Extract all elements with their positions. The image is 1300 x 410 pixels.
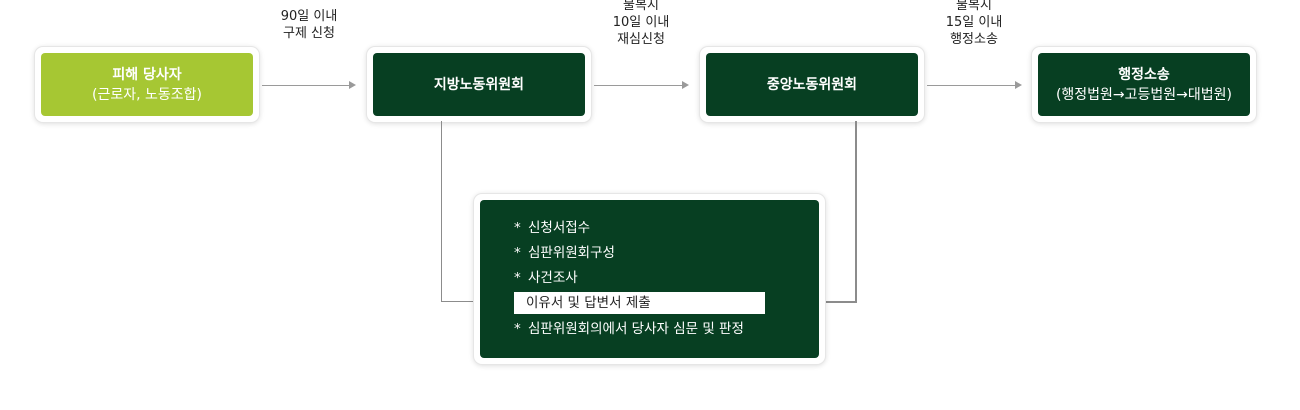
connector-central-horizontal bbox=[825, 301, 857, 303]
node-litigation-box: 행정소송 (행정법원→고등법원→대법원) bbox=[1038, 53, 1250, 116]
connector-central-vertical bbox=[855, 121, 857, 303]
process-step-1: * 신청서접수 bbox=[514, 219, 590, 237]
node-litigation-subtitle: (행정법원→고등법원→대법원) bbox=[1055, 86, 1233, 103]
connector-regional-horizontal bbox=[441, 301, 475, 302]
edge-note-lawsuit-line3: 행정소송 bbox=[950, 32, 998, 47]
node-central-label: 중앙노동위원회 bbox=[766, 76, 858, 93]
node-central-commission: 중앙노동위원회 bbox=[700, 47, 924, 122]
edge-note-review: 불복시 10일 이내 재심신청 bbox=[597, 0, 685, 48]
process-step-3: * 사건조사 bbox=[514, 269, 578, 287]
node-administrative-litigation: 행정소송 (행정법원→고등법원→대법원) bbox=[1032, 47, 1256, 122]
node-victim: 피해 당사자 (근로자, 노동조합) bbox=[35, 47, 259, 122]
process-step-2: * 심판위원회구성 bbox=[514, 244, 615, 262]
process-step-4-label: 이유서 및 답변서 제출 bbox=[526, 295, 651, 311]
edge-note-lawsuit: 불복시 15일 이내 행정소송 bbox=[930, 0, 1018, 48]
process-step-3-label: 사건조사 bbox=[528, 270, 578, 286]
process-step-5: * 심판위원회의에서 당사자 심문 및 판정 bbox=[514, 320, 744, 338]
node-victim-box: 피해 당사자 (근로자, 노동조합) bbox=[41, 53, 253, 116]
bullet-star: * bbox=[514, 245, 521, 261]
arrow-central-to-litigation bbox=[927, 81, 1022, 89]
edge-note-lawsuit-line1: 불복시 bbox=[956, 0, 992, 13]
edge-note-filing-line2: 구제 신청 bbox=[283, 26, 335, 41]
process-steps-panel: * 신청서접수 * 심판위원회구성 * 사건조사 이유서 및 답변서 제출 * 심판위원… bbox=[474, 194, 825, 364]
bullet-star: * bbox=[514, 270, 521, 286]
node-victim-subtitle: (근로자, 노동조합) bbox=[92, 86, 202, 103]
node-regional-commission: 지방노동위원회 bbox=[367, 47, 591, 122]
bullet-star: * bbox=[514, 220, 521, 236]
edge-note-filing: 90일 이내 구제 신청 bbox=[265, 8, 353, 42]
process-steps-list: * 신청서접수 * 심판위원회구성 * 사건조사 이유서 및 답변서 제출 * 심판위원… bbox=[480, 200, 819, 358]
node-litigation-title: 행정소송 bbox=[1118, 66, 1170, 83]
process-step-4-highlighted: 이유서 및 답변서 제출 bbox=[514, 292, 765, 314]
edge-note-review-line1: 불복시 bbox=[623, 0, 659, 13]
node-victim-title: 피해 당사자 bbox=[112, 66, 182, 83]
arrow-victim-to-regional bbox=[262, 81, 356, 89]
node-central-box: 중앙노동위원회 bbox=[706, 53, 918, 116]
process-step-1-label: 신청서접수 bbox=[528, 220, 591, 236]
edge-note-lawsuit-line2: 15일 이내 bbox=[945, 15, 1003, 30]
edge-note-filing-line1: 90일 이내 bbox=[280, 9, 338, 24]
edge-note-review-line2: 10일 이내 bbox=[612, 15, 670, 30]
bullet-star: * bbox=[514, 321, 521, 337]
process-step-5-label: 심판위원회의에서 당사자 심문 및 판정 bbox=[528, 321, 744, 337]
process-step-2-label: 심판위원회구성 bbox=[528, 245, 615, 261]
node-regional-box: 지방노동위원회 bbox=[373, 53, 585, 116]
connector-regional-vertical bbox=[441, 121, 442, 302]
node-regional-label: 지방노동위원회 bbox=[433, 76, 525, 93]
arrow-regional-to-central bbox=[594, 81, 689, 89]
edge-note-review-line3: 재심신청 bbox=[617, 32, 665, 47]
